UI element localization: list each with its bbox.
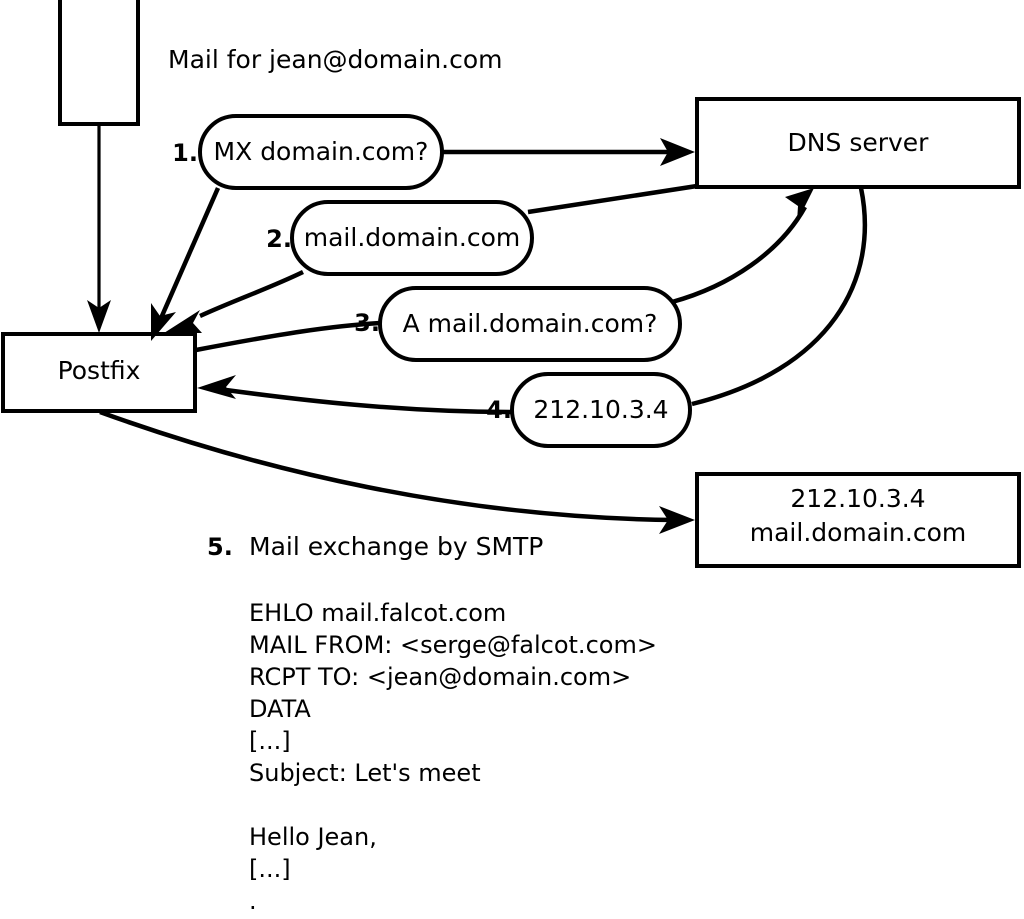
step-4-label: 212.10.3.4 [533, 395, 668, 424]
arrowhead-step1-to-dns [660, 138, 695, 166]
edge-postfix-to-step3 [195, 320, 381, 353]
step-bubble-4[interactable] [510, 372, 692, 448]
edge-dns-to-step2 [527, 183, 698, 215]
edge-step1-tail [155, 187, 221, 326]
smtp-line-8: [...] [249, 855, 291, 883]
step-5-number: 5. [207, 533, 233, 561]
step-2-number: 2. [266, 225, 292, 253]
step-bubble-3[interactable] [378, 286, 682, 362]
postfix-box [1, 332, 197, 413]
step-5-label: Mail exchange by SMTP [249, 532, 543, 561]
step-bubble-1[interactable] [198, 114, 444, 190]
postfix-label: Postfix [58, 356, 141, 385]
smtp-line-7: Hello Jean, [249, 823, 377, 851]
caption-mail-for: Mail for jean@domain.com [168, 45, 503, 74]
arrowhead-step3-to-dns [785, 188, 814, 222]
step-3-label: A mail.domain.com? [403, 309, 658, 338]
arrowhead-step4-to-postfix [197, 375, 236, 399]
mail-server-ip: 212.10.3.4 [790, 484, 925, 513]
smtp-line-3: DATA [249, 695, 311, 723]
smtp-line-4: [...] [249, 727, 291, 755]
step-1-label: MX domain.com? [214, 137, 429, 166]
edge-step4-to-postfix [225, 387, 513, 415]
step-4-number: 4. [486, 396, 512, 424]
smtp-line-1: MAIL FROM: <serge@falcot.com> [249, 631, 657, 659]
edge-step2-to-postfix [199, 269, 304, 319]
dns-server-box [695, 97, 1021, 189]
step-2-label: mail.domain.com [304, 223, 520, 252]
edge-dns-to-step4 [691, 187, 868, 407]
smtp-line-9: . [249, 887, 257, 915]
mail-server-box [695, 472, 1021, 568]
mail-server-hostname: mail.domain.com [750, 518, 966, 547]
smtp-line-5: Subject: Let's meet [249, 759, 481, 787]
edge-postfix-to-mailserver [99, 409, 677, 523]
smtp-line-2: RCPT TO: <jean@domain.com> [249, 663, 631, 691]
arrowhead-sender-to-postfix [87, 300, 111, 333]
arrowhead-step1-tail [151, 303, 176, 341]
step-3-number: 3. [354, 309, 380, 337]
edge-step3-to-dns [671, 205, 807, 305]
smtp-line-0: EHLO mail.falcot.com [249, 599, 506, 627]
dns-server-label: DNS server [788, 128, 930, 157]
arrowhead-postfix-to-mailserver [659, 506, 695, 534]
step-bubble-2[interactable] [290, 200, 534, 276]
step-1-number: 1. [172, 139, 198, 167]
sender-box [58, 0, 140, 126]
arrowhead-step2-to-postfix [164, 310, 202, 333]
